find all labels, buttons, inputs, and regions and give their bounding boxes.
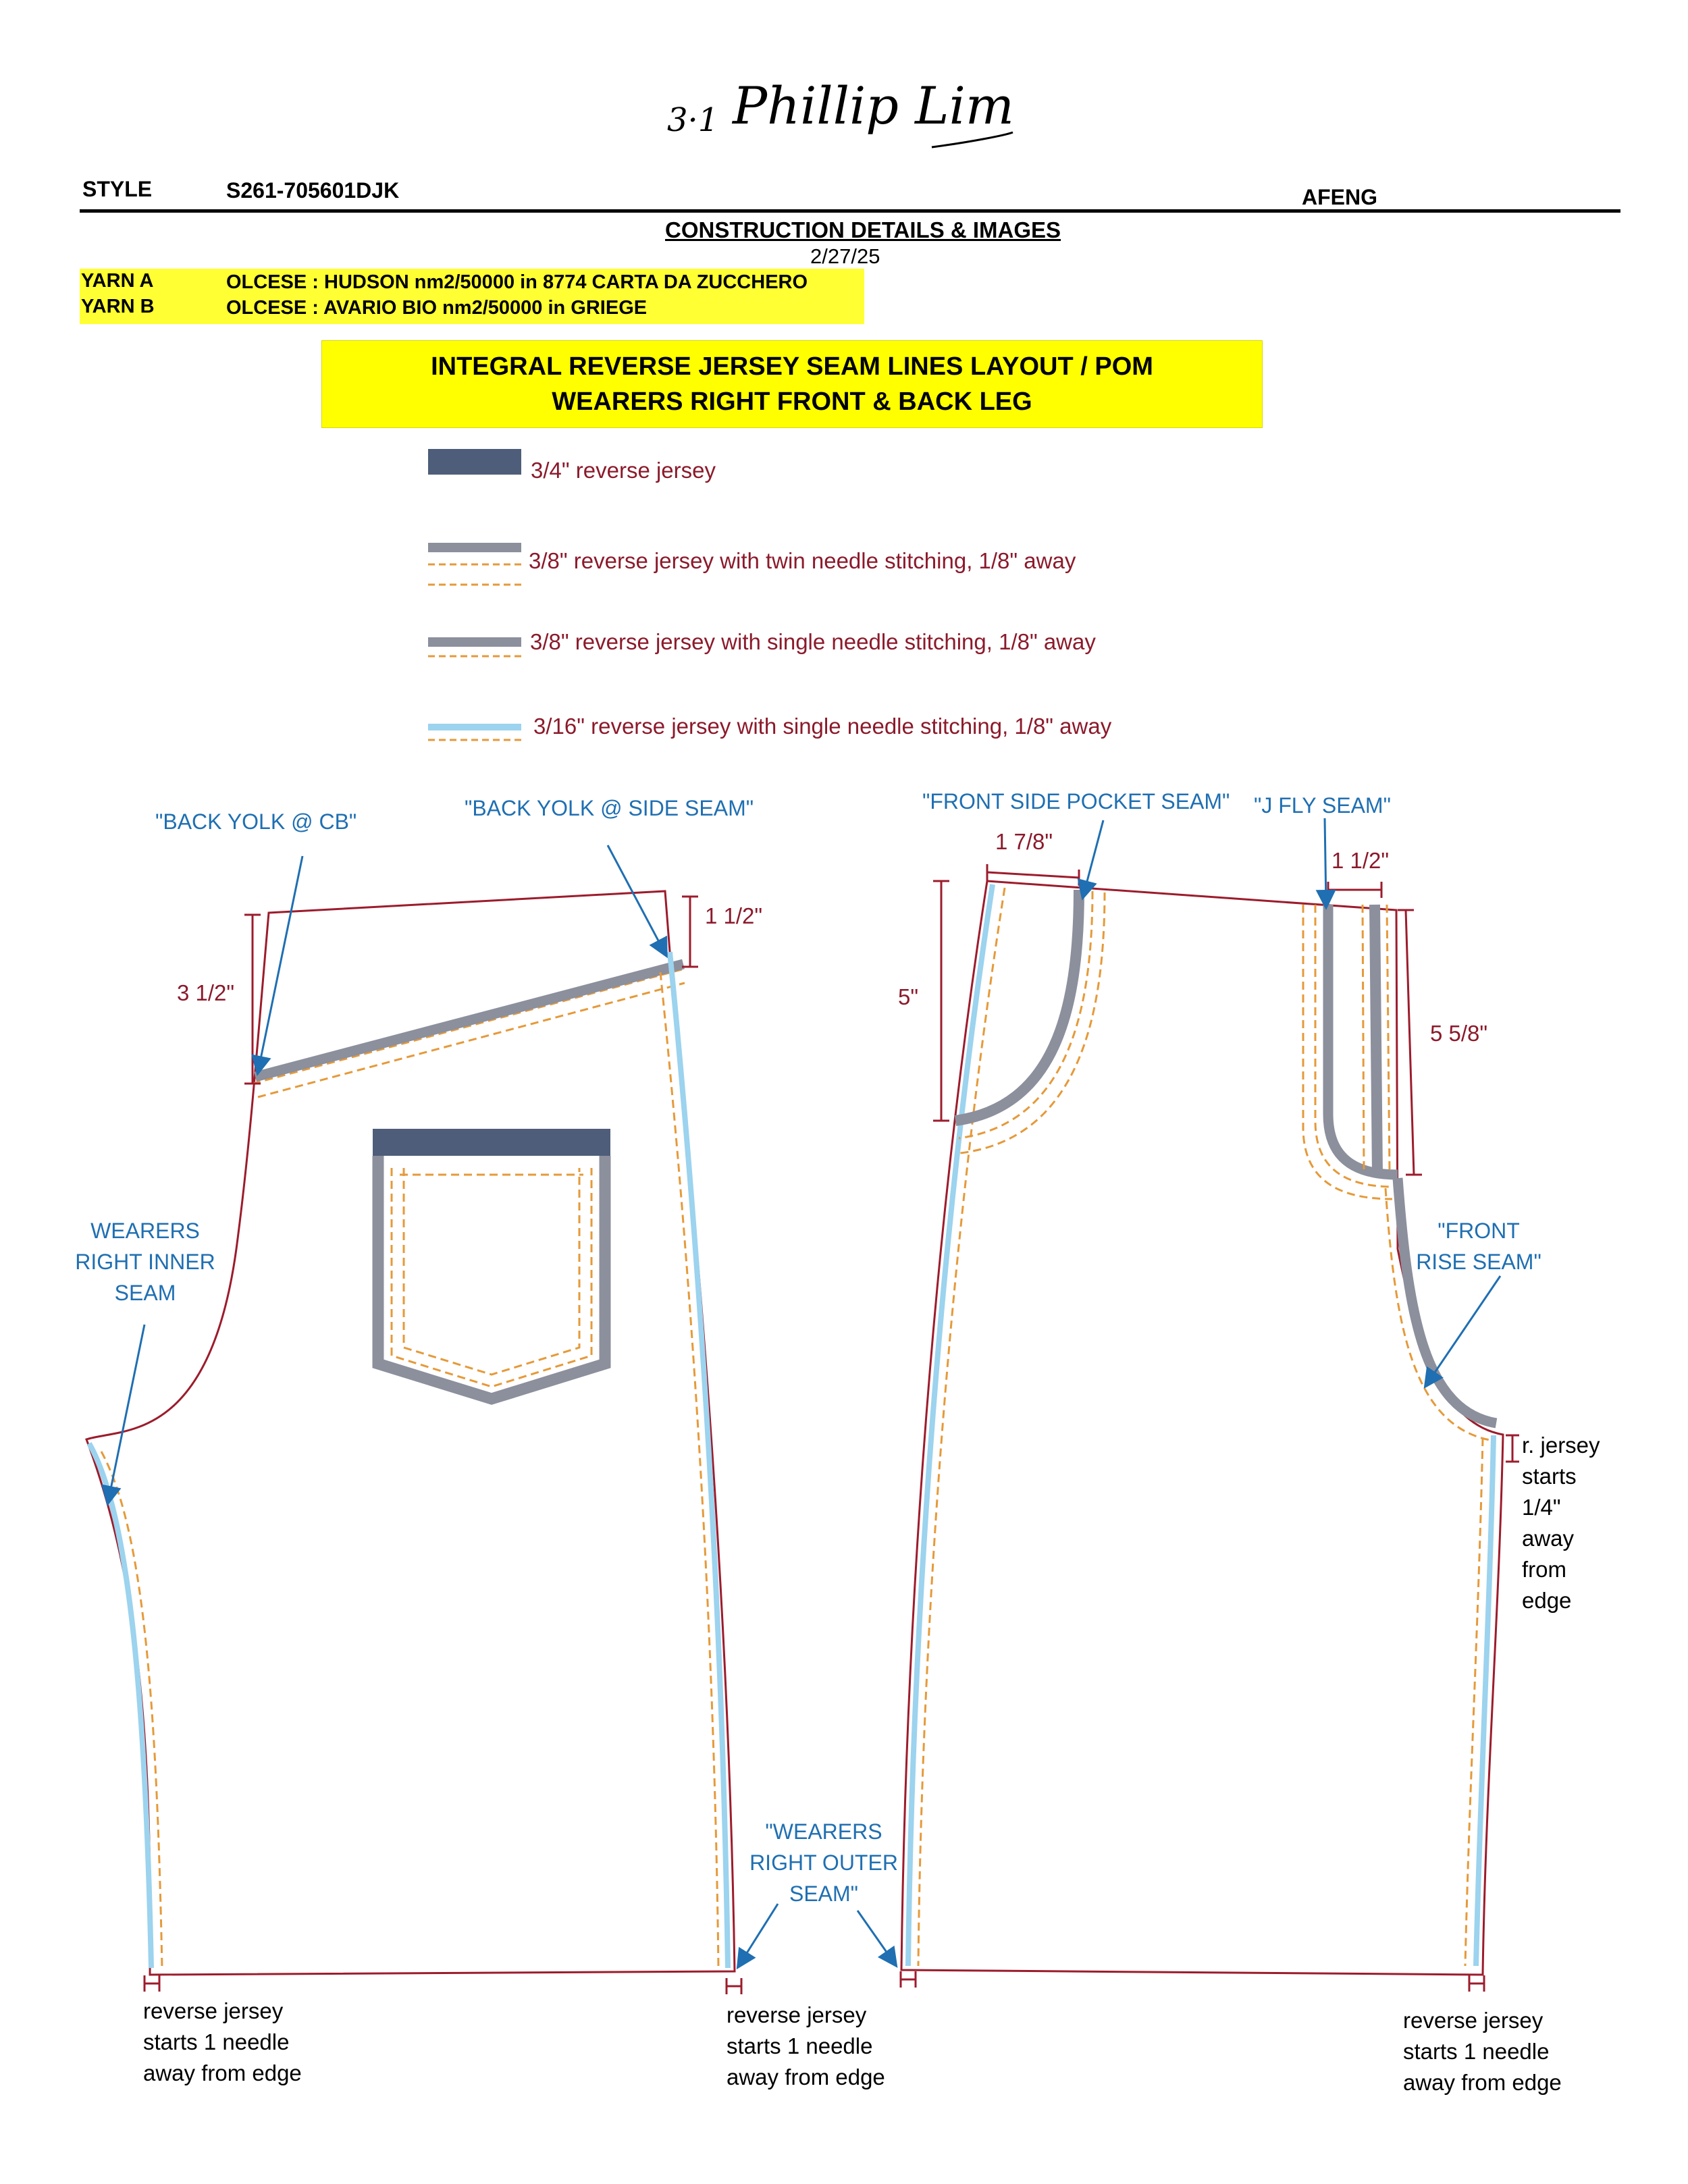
- legend-swatch-blue-single: [428, 724, 521, 741]
- back-leg-outline: [85, 890, 736, 1976]
- front-hem-marker-inner: [1468, 1975, 1485, 1992]
- legend-text-3: 3/8" reverse jersey with single needle s…: [530, 629, 1096, 654]
- note-line: from: [1522, 1557, 1566, 1582]
- note-line: 1/4": [1522, 1495, 1561, 1520]
- front-leg: [899, 864, 1519, 1992]
- note-line: away from edge: [1403, 2070, 1562, 2095]
- style-value: S261-705601DJK: [226, 178, 400, 203]
- dim-label-j-fly-width: 1 1/2": [1331, 848, 1390, 873]
- arrow-front-rise: [1423, 1275, 1502, 1389]
- note-line: edge: [1522, 1588, 1572, 1613]
- callout-outer-seam: "WEARERS RIGHT OUTER SEAM": [743, 1816, 905, 1909]
- back-hem-marker-outer: [725, 1978, 743, 1994]
- note-back-inner-bottom: reverse jersey starts 1 needle away from…: [143, 1996, 302, 2089]
- title-line-2: WEARERS RIGHT FRONT & BACK LEG: [552, 388, 1032, 416]
- dim-label-back-yolk-cb: 3 1/2": [177, 980, 235, 1005]
- note-front-inner-bottom: reverse jersey starts 1 needle away from…: [1403, 2005, 1562, 2098]
- dim-front-pocket-height: [933, 880, 949, 1122]
- legend-text-4: 3/16" reverse jersey with single needle …: [533, 714, 1112, 739]
- dim-back-yolk-side: [682, 895, 698, 968]
- front-hem-marker-outer: [899, 1971, 917, 1988]
- callout-outer-seam-line-1: "WEARERS: [765, 1819, 882, 1844]
- dim-label-back-yolk-side: 1 1/2": [705, 903, 763, 928]
- callout-j-fly: "J FLY SEAM": [1254, 793, 1391, 818]
- note-line: away from edge: [143, 2060, 302, 2085]
- designer-name: AFENG: [1302, 185, 1377, 209]
- dim-label-front-pocket-width: 1 7/8": [995, 829, 1053, 854]
- note-line: reverse jersey: [1403, 2008, 1544, 2033]
- note-line: reverse jersey: [143, 1998, 284, 2023]
- legend-swatch-wide-slate: [428, 449, 521, 475]
- callout-inner-seam: WEARERS RIGHT INNER SEAM: [68, 1215, 223, 1308]
- dim-label-j-fly-height: 5 5/8": [1430, 1021, 1488, 1046]
- yarn-a-value: OLCESE : HUDSON nm2/50000 in 8774 CARTA …: [226, 271, 808, 293]
- dim-back-yolk-cb: [244, 913, 261, 1085]
- document-title: CONSTRUCTION DETAILS & IMAGES: [665, 217, 1061, 242]
- back-inner-seam: [86, 1442, 163, 1969]
- j-fly-seam: [1302, 904, 1398, 1200]
- front-side-pocket-seam: [954, 889, 1106, 1154]
- back-pocket: [372, 1129, 611, 1405]
- legend-swatch-gray-single: [428, 637, 521, 658]
- callout-outer-seam-line-3: SEAM": [789, 1882, 859, 1906]
- yarn-box: YARN A OLCESE : HUDSON nm2/50000 in 8774…: [80, 269, 864, 324]
- dim-crotch-marker: [1506, 1434, 1519, 1463]
- layout-title: INTEGRAL REVERSE JERSEY SEAM LINES LAYOU…: [321, 340, 1263, 428]
- arrow-outer-seam-front: [856, 1910, 898, 1968]
- callout-back-yolk-side: "BACK YOLK @ SIDE SEAM": [465, 796, 754, 820]
- callout-front-rise-line-2: RISE SEAM": [1416, 1250, 1541, 1274]
- front-inner-seam: [1464, 1435, 1496, 1967]
- arrow-outer-seam-back: [736, 1903, 779, 1970]
- yarn-b-value: OLCESE : AVARIO BIO nm2/50000 in GRIEGE: [226, 297, 648, 319]
- yarn-b-label: YARN B: [81, 296, 155, 317]
- note-back-outer-bottom: reverse jersey starts 1 needle away from…: [727, 2000, 885, 2093]
- legend-swatch-gray-twin: [428, 543, 521, 586]
- note-line: r. jersey: [1522, 1433, 1600, 1458]
- header-rule: [80, 209, 1620, 213]
- front-rise-seam: [1384, 1177, 1498, 1442]
- back-hem-marker-inner: [143, 1975, 161, 1992]
- logo-number: 3·1: [667, 101, 719, 139]
- callout-front-rise: "FRONT RISE SEAM": [1408, 1215, 1550, 1277]
- yarn-a-label: YARN A: [81, 270, 154, 292]
- callout-front-side-pocket: "FRONT SIDE POCKET SEAM": [922, 789, 1230, 814]
- arrow-back-yolk-side: [606, 845, 668, 959]
- callout-front-rise-line-1: "FRONT: [1438, 1219, 1520, 1243]
- note-line: starts: [1522, 1464, 1577, 1489]
- note-line: reverse jersey: [727, 2002, 867, 2027]
- back-outer-seam: [659, 951, 731, 1969]
- front-leg-outline: [900, 880, 1504, 1976]
- front-outer-seam: [905, 884, 1006, 1967]
- callout-back-yolk-cb: "BACK YOLK @ CB": [155, 809, 357, 834]
- note-line: away from edge: [727, 2065, 885, 2089]
- callout-outer-seam-line-2: RIGHT OUTER: [749, 1850, 898, 1875]
- style-label: STYLE: [82, 177, 153, 201]
- title-line-1: INTEGRAL REVERSE JERSEY SEAM LINES LAYOU…: [431, 352, 1153, 381]
- dim-j-fly-height: [1398, 909, 1422, 1176]
- back-yoke-seam: [252, 959, 685, 1098]
- legend-text-2: 3/8" reverse jersey with twin needle sti…: [529, 548, 1076, 573]
- arrow-back-yolk-cb: [251, 855, 304, 1076]
- dim-j-fly-width: [1327, 882, 1383, 898]
- note-line: starts 1 needle: [727, 2033, 873, 2058]
- arrow-inner-seam: [101, 1324, 146, 1506]
- back-leg: [85, 890, 743, 1994]
- dim-label-front-pocket-height: 5": [898, 984, 919, 1009]
- callout-inner-seam-line-3: SEAM: [114, 1281, 176, 1305]
- callout-inner-seam-line-2: RIGHT INNER: [75, 1250, 215, 1274]
- note-line: starts 1 needle: [1403, 2039, 1550, 2064]
- note-line: starts 1 needle: [143, 2029, 290, 2054]
- note-front-crotch: r. jersey starts 1/4" away from edge: [1522, 1430, 1600, 1616]
- note-line: away: [1522, 1526, 1575, 1551]
- arrow-j-fly: [1315, 818, 1336, 910]
- document-date: 2/27/25: [810, 244, 880, 268]
- callout-inner-seam-line-1: WEARERS: [90, 1219, 200, 1243]
- arrow-front-side-pocket: [1077, 820, 1105, 901]
- brand-logo: Phillip Lim: [733, 76, 1014, 136]
- legend-text-1: 3/4" reverse jersey: [531, 458, 716, 483]
